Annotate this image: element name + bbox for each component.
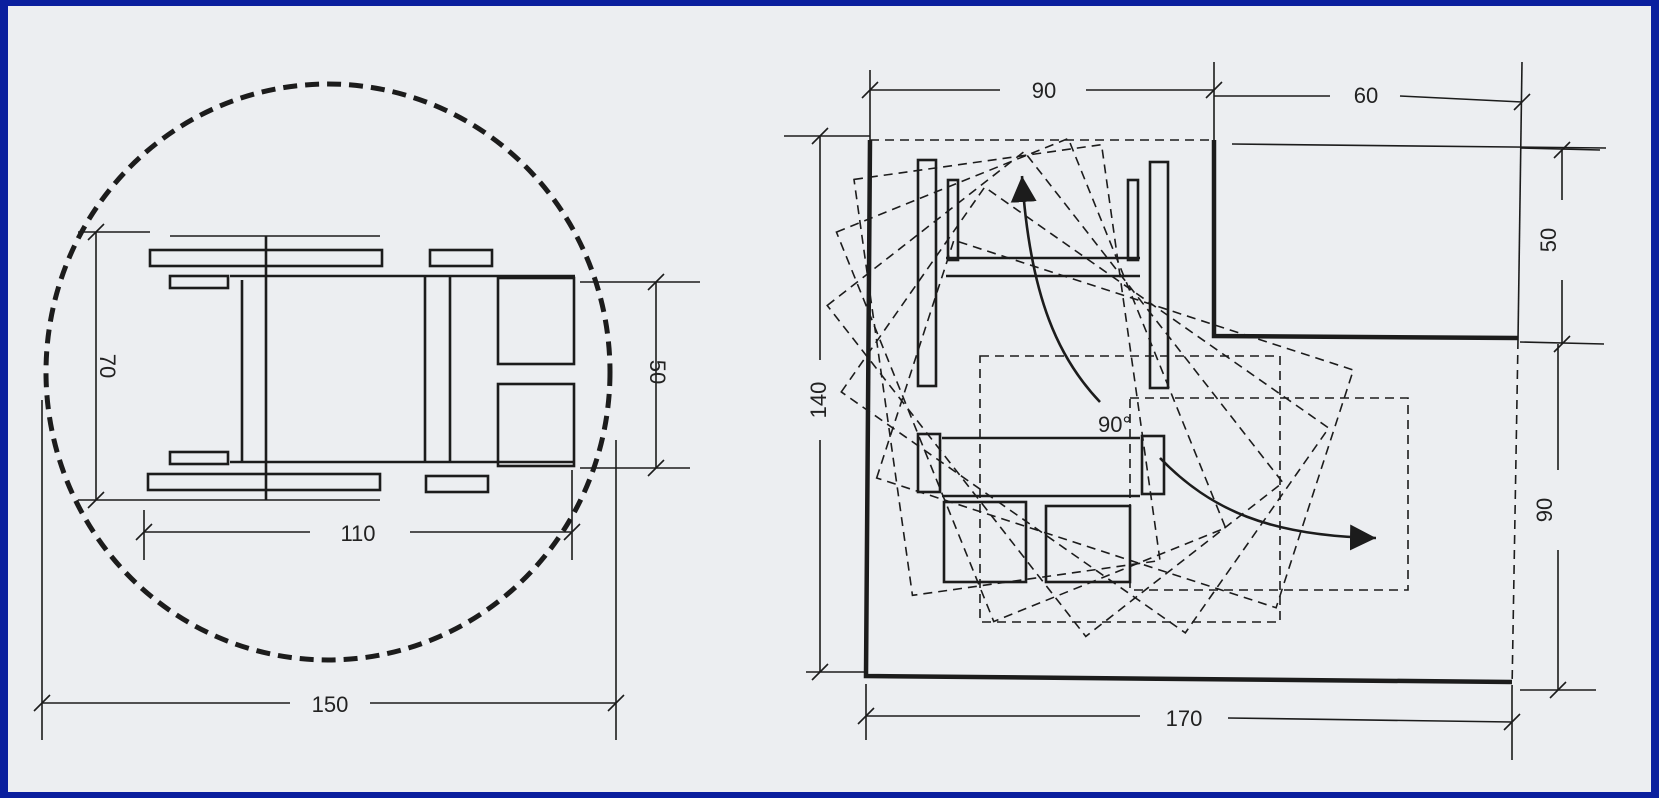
wheelchair-top-view xyxy=(146,235,576,501)
wheelchair-rotation-ghosts xyxy=(826,137,1409,638)
dimension-top-left-90 xyxy=(861,62,1223,140)
label-angle: 90° xyxy=(1098,412,1131,437)
dimension-length-110 xyxy=(135,470,581,560)
label-110: 110 xyxy=(340,521,375,546)
left-plan: 70 50 110 xyxy=(33,81,700,740)
dimension-bottom-170 xyxy=(857,684,1521,760)
drawing-sheet xyxy=(8,6,1651,792)
label-50-right: 50 xyxy=(1536,228,1561,252)
label-50-seat: 50 xyxy=(645,360,670,384)
label-90-right: 90 xyxy=(1532,498,1557,522)
turning-circle xyxy=(43,81,613,663)
label-60: 60 xyxy=(1354,83,1378,108)
label-70: 70 xyxy=(95,354,120,378)
dimension-right-lower-90 xyxy=(1520,344,1596,699)
turn-arrows xyxy=(1010,175,1377,551)
arrow-forward-icon xyxy=(1010,175,1101,403)
dimension-height-140 xyxy=(784,127,870,681)
dimension-seat-50 xyxy=(580,273,700,477)
label-90-top: 90 xyxy=(1032,78,1056,103)
dimension-right-upper-50 xyxy=(1519,141,1605,353)
label-170: 170 xyxy=(1166,706,1203,731)
dimension-total-150 xyxy=(33,400,625,740)
label-150: 150 xyxy=(312,692,349,717)
right-plan: 90° 90 60 xyxy=(784,61,1607,760)
dimension-width-70 xyxy=(78,223,150,509)
wheelchair-start-position xyxy=(916,158,1170,584)
dimension-top-right-60 xyxy=(1214,61,1531,341)
label-140: 140 xyxy=(806,382,831,419)
corridor-walls xyxy=(863,139,1607,691)
arrow-turn-icon xyxy=(1159,457,1377,551)
